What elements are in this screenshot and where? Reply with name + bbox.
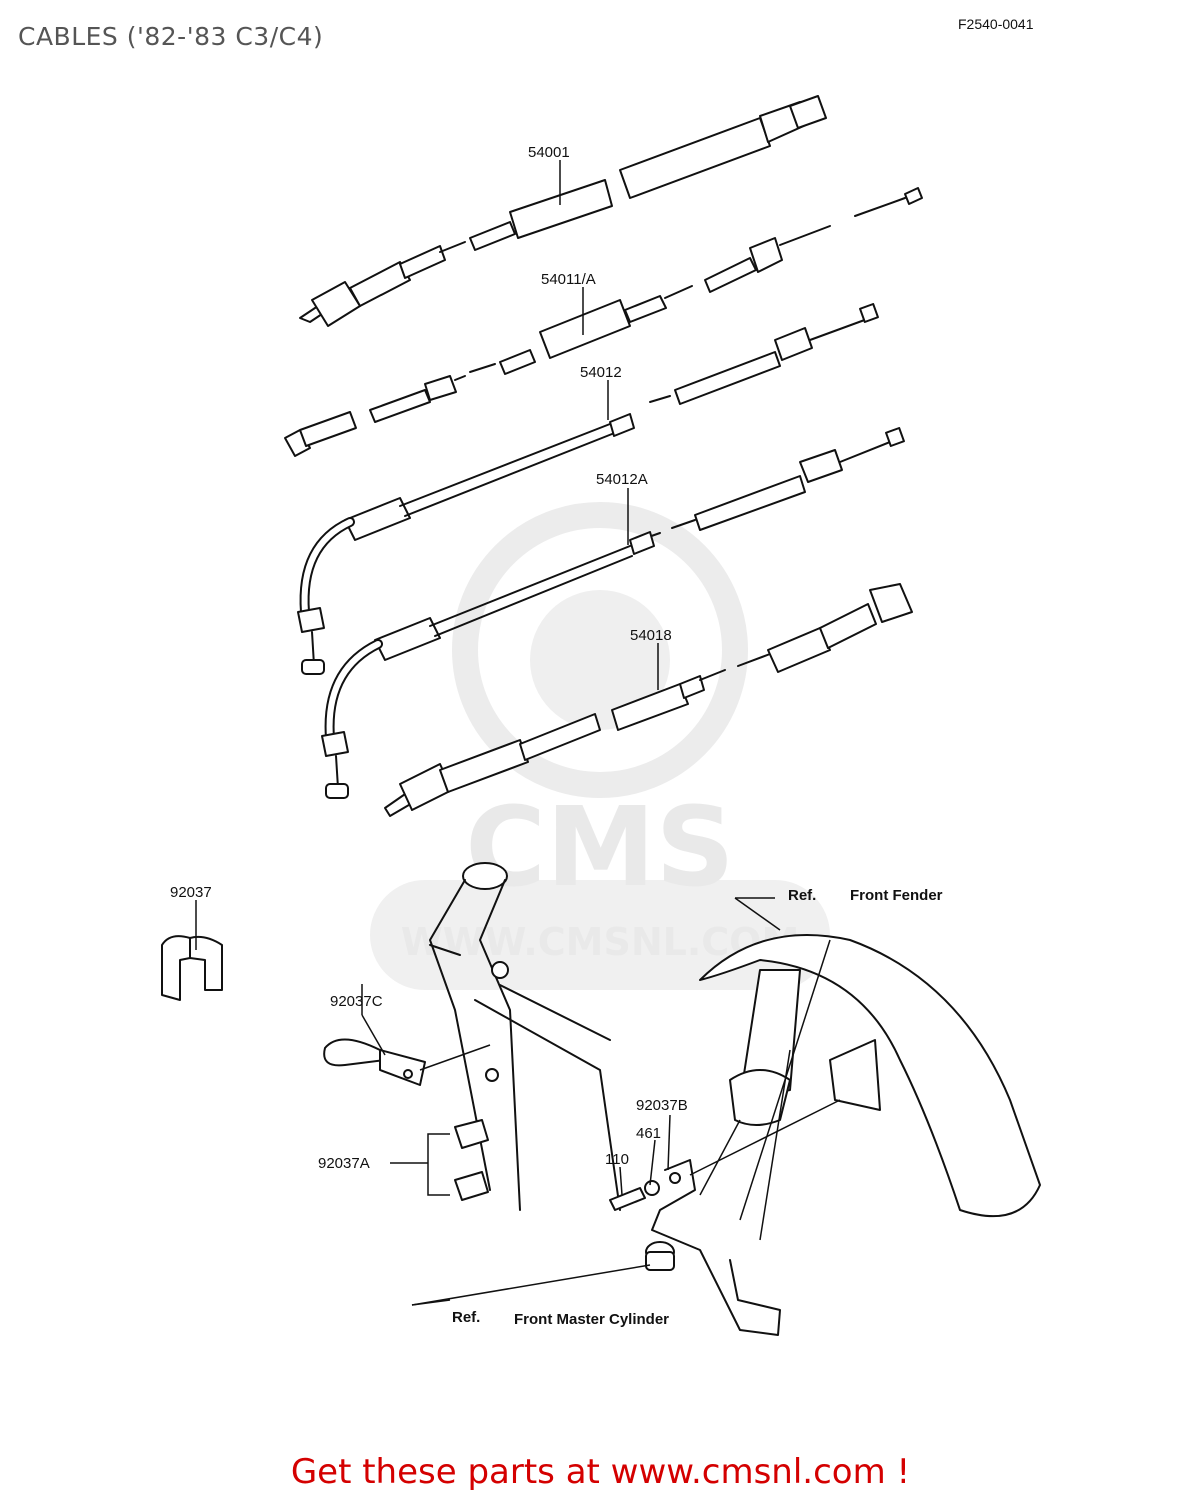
clip-92037C — [323, 1038, 426, 1086]
label-92037: 92037 — [170, 884, 212, 901]
part-labels: 54001 54011/A 54012 54012A 54018 92037 9… — [170, 144, 943, 1328]
label-front-fender: Front Fender — [850, 887, 943, 904]
cable-54012 — [284, 303, 879, 675]
label-54001: 54001 — [528, 144, 570, 161]
label-54011A: 54011/A — [541, 271, 596, 288]
footer-link[interactable]: Get these parts at www.cmsnl.com ! — [290, 1452, 911, 1492]
label-92037A: 92037A — [318, 1155, 370, 1172]
cable-54018 — [384, 583, 913, 817]
figure-code: F2540-0041 — [958, 16, 1034, 32]
label-ref-fender: Ref. — [788, 887, 816, 904]
bracket-92037B — [609, 1159, 781, 1336]
front-fender — [699, 934, 1041, 1218]
page-title: CABLES ('82-'83 C3/C4) — [18, 22, 324, 51]
label-54018: 54018 — [630, 627, 672, 644]
watermark-logo: CMS — [465, 783, 734, 911]
clamp-92037 — [161, 935, 223, 1001]
parts-diagram: CMS WWW.CMSNL.COM — [161, 95, 1041, 1336]
label-front-master-cylinder: Front Master Cylinder — [514, 1311, 669, 1328]
label-110: 110 — [605, 1151, 629, 1168]
label-ref-master-cylinder: Ref. — [452, 1309, 480, 1326]
watermark: CMS WWW.CMSNL.COM — [370, 502, 830, 990]
label-54012A: 54012A — [596, 471, 648, 488]
clip-92037A — [454, 1119, 489, 1201]
frame — [429, 862, 621, 1211]
label-92037B: 92037B — [636, 1097, 688, 1114]
cable-54011A — [469, 187, 923, 375]
label-461: 461 — [636, 1125, 661, 1142]
cable-54012A — [321, 427, 905, 799]
cable-54001 — [299, 95, 827, 327]
label-54012: 54012 — [580, 364, 622, 381]
leader-lines — [195, 160, 841, 1306]
label-92037C: 92037C — [330, 993, 383, 1010]
